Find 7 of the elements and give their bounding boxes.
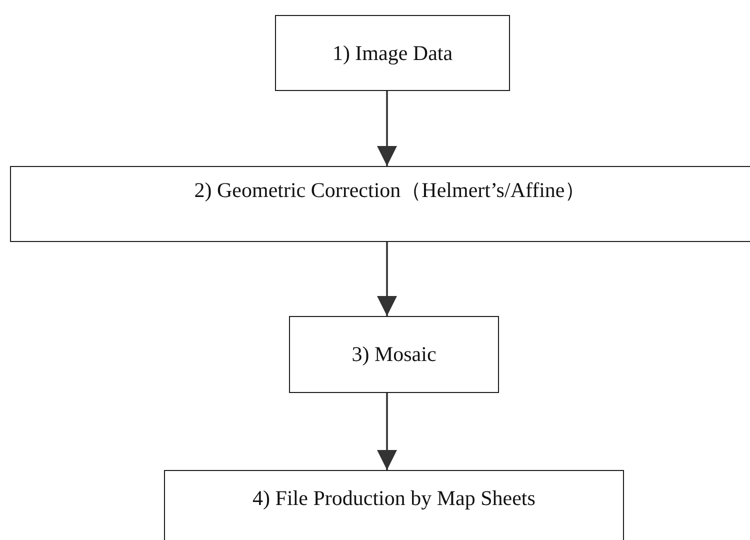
process-box: 2) Geometric Correction（Helmert’s/Affine） (10, 166, 750, 242)
process-box: 1) Image Data (275, 15, 510, 91)
arrow (377, 242, 397, 316)
arrow (377, 393, 397, 470)
process-box: 4) File Production by Map Sheets (164, 470, 624, 540)
process-box: 3) Mosaic (289, 316, 499, 393)
arrow (377, 91, 397, 166)
